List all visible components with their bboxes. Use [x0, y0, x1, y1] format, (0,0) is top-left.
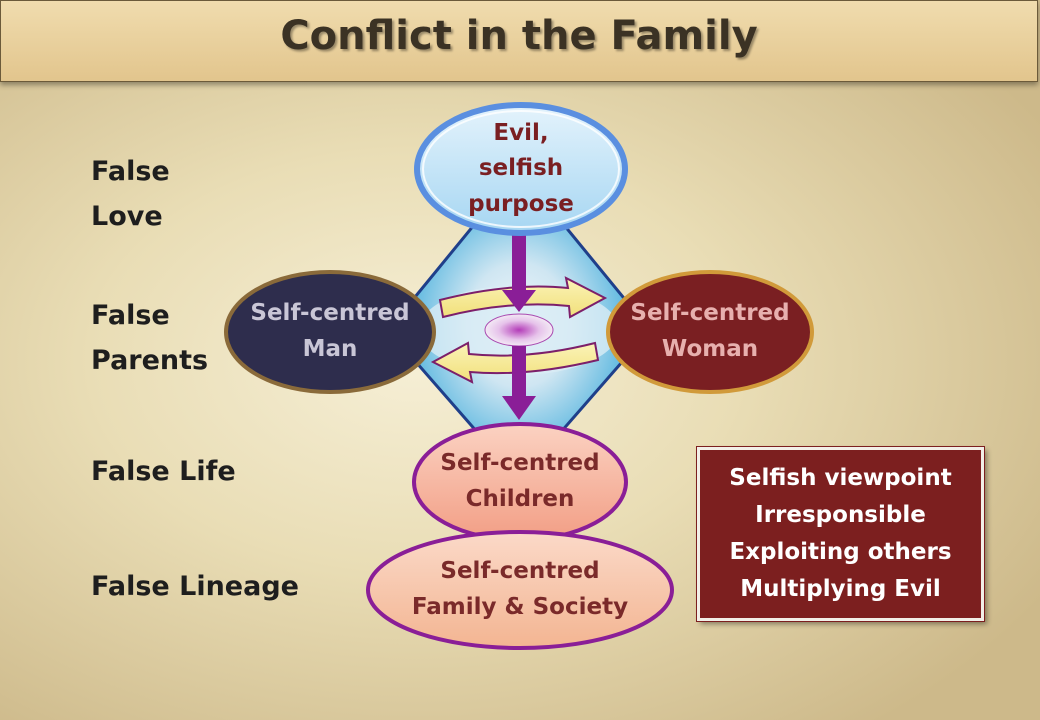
purpose-node-shape — [414, 102, 628, 236]
children-node: Self-centred Children — [440, 450, 600, 512]
side-label-false-parents: False Parents — [91, 300, 209, 376]
arrow-purpose-shaft — [512, 232, 526, 292]
side-label-false-love: False Love — [91, 156, 170, 232]
center-dot — [484, 313, 554, 347]
purpose-node: Evil, selfish purpose — [468, 119, 574, 217]
purpose-node-highlight — [422, 110, 620, 228]
page-title: Conflict in the Family — [280, 13, 758, 59]
arrow-purpose-head — [502, 290, 536, 312]
woman-node-shape — [606, 270, 814, 394]
family-node-shape — [366, 530, 674, 650]
woman-node: Self-centred Woman — [630, 300, 790, 362]
summary-line: Irresponsible — [755, 501, 926, 528]
summary-line: Multiplying Evil — [740, 576, 941, 603]
summary-box: Selfish viewpoint Irresponsible Exploiti… — [696, 446, 985, 622]
summary-line: Selfish viewpoint — [729, 464, 952, 491]
man-node-shape — [224, 270, 436, 394]
arrow-children-shaft — [512, 346, 526, 398]
side-label-false-life: False Life — [91, 456, 236, 487]
family-society-node: Self-centred Family & Society — [411, 558, 629, 620]
arrow-children-head — [502, 396, 536, 420]
summary-line: Exploiting others — [729, 539, 952, 565]
man-node: Self-centred Man — [250, 300, 410, 362]
title-bar: Conflict in the Family — [0, 0, 1038, 82]
side-label-false-lineage: False Lineage — [91, 571, 299, 602]
